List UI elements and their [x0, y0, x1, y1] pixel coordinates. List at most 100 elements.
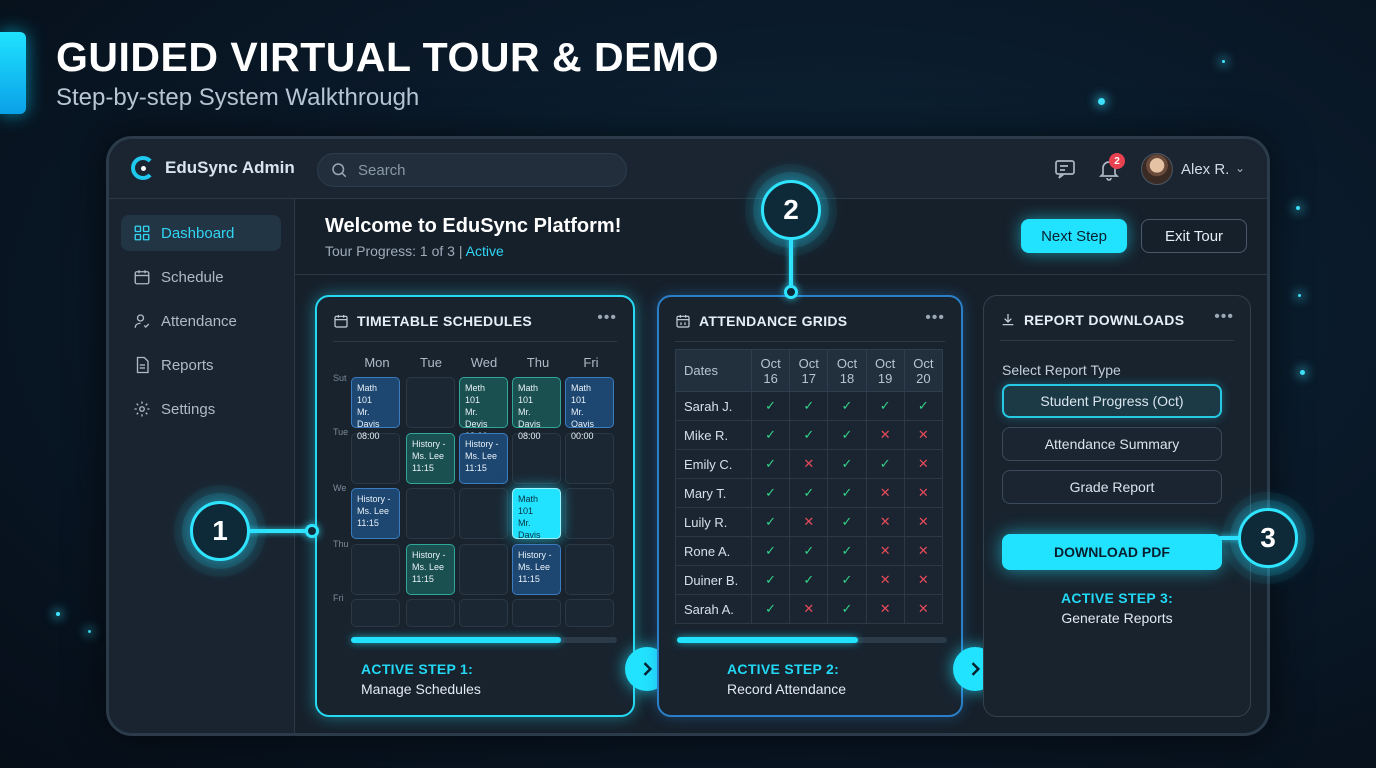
- absent-x-icon[interactable]: ✕: [903, 449, 944, 479]
- calendar-cell[interactable]: [512, 599, 561, 627]
- brand[interactable]: EduSync Admin: [131, 156, 295, 180]
- calendar-cell[interactable]: [565, 488, 614, 539]
- present-check-icon[interactable]: ✓: [865, 449, 905, 479]
- chat-icon[interactable]: [1053, 157, 1077, 181]
- absent-x-icon[interactable]: ✕: [903, 507, 944, 537]
- chevron-right-icon: [971, 662, 981, 676]
- present-check-icon[interactable]: ✓: [827, 507, 867, 537]
- absent-x-icon[interactable]: ✕: [903, 594, 944, 624]
- timetable-progress-bar: [351, 637, 617, 643]
- absent-x-icon[interactable]: ✕: [865, 594, 905, 624]
- calendar-cell[interactable]: [512, 433, 561, 484]
- present-check-icon[interactable]: ✓: [750, 536, 791, 566]
- progress-fill: [677, 637, 858, 643]
- absent-x-icon[interactable]: ✕: [865, 565, 905, 595]
- present-check-icon[interactable]: ✓: [789, 536, 829, 566]
- download-pdf-button[interactable]: DOWNLOAD PDF: [1002, 534, 1222, 570]
- more-options-icon[interactable]: •••: [925, 309, 945, 326]
- present-check-icon[interactable]: ✓: [789, 478, 829, 508]
- calendar-cell[interactable]: [351, 599, 400, 627]
- present-check-icon[interactable]: ✓: [903, 391, 944, 421]
- calendar-cell[interactable]: [351, 433, 400, 484]
- absent-x-icon[interactable]: ✕: [903, 536, 944, 566]
- chevron-down-icon[interactable]: ⌄: [1235, 161, 1246, 175]
- present-check-icon[interactable]: ✓: [750, 449, 791, 479]
- present-check-icon[interactable]: ✓: [789, 420, 829, 450]
- sidebar-item-attendance[interactable]: Attendance: [121, 303, 281, 339]
- calendar-cell[interactable]: [351, 544, 400, 595]
- student-name: Emily C.: [675, 449, 752, 479]
- sidebar-item-settings[interactable]: Settings: [121, 391, 281, 427]
- absent-x-icon[interactable]: ✕: [903, 420, 944, 450]
- sidebar-item-reports[interactable]: Reports: [121, 347, 281, 383]
- present-check-icon[interactable]: ✓: [827, 536, 867, 566]
- present-check-icon[interactable]: ✓: [789, 391, 829, 421]
- timetable-card: TIMETABLE SCHEDULES ••• Mon Tue Wed Thu …: [315, 295, 635, 717]
- more-options-icon[interactable]: •••: [1214, 308, 1234, 325]
- absent-x-icon[interactable]: ✕: [789, 449, 829, 479]
- calendar-cell[interactable]: [406, 377, 455, 428]
- sidebar-item-dashboard[interactable]: Dashboard: [121, 215, 281, 251]
- present-check-icon[interactable]: ✓: [750, 391, 791, 421]
- more-options-icon[interactable]: •••: [597, 309, 617, 326]
- search-box[interactable]: [317, 153, 627, 187]
- search-input[interactable]: [358, 161, 598, 179]
- table-row: Sarah A.✓✕✓✕✕: [675, 594, 944, 624]
- absent-x-icon[interactable]: ✕: [903, 565, 944, 595]
- present-check-icon[interactable]: ✓: [827, 449, 867, 479]
- user-name[interactable]: Alex R.: [1181, 161, 1230, 178]
- present-check-icon[interactable]: ✓: [750, 420, 791, 450]
- glow-particle: [56, 612, 60, 616]
- exit-tour-button[interactable]: Exit Tour: [1141, 219, 1247, 253]
- present-check-icon[interactable]: ✓: [827, 420, 867, 450]
- step-marker-3[interactable]: 3: [1238, 508, 1298, 568]
- report-option-grade-report[interactable]: Grade Report: [1002, 470, 1222, 504]
- report-option-student-progress[interactable]: Student Progress (Oct): [1002, 384, 1222, 418]
- absent-x-icon[interactable]: ✕: [789, 507, 829, 537]
- present-check-icon[interactable]: ✓: [750, 565, 791, 595]
- present-check-icon[interactable]: ✓: [750, 478, 791, 508]
- reports-card: REPORT DOWNLOADS ••• Select Report Type …: [983, 295, 1251, 717]
- calendar-cell[interactable]: [565, 599, 614, 627]
- step-title: ACTIVE STEP 1:: [361, 661, 474, 677]
- absent-x-icon[interactable]: ✕: [865, 507, 905, 537]
- calendar-cell[interactable]: [406, 599, 455, 627]
- absent-x-icon[interactable]: ✕: [865, 536, 905, 566]
- present-check-icon[interactable]: ✓: [750, 507, 791, 537]
- calendar-cell[interactable]: [459, 599, 508, 627]
- present-check-icon[interactable]: ✓: [750, 594, 791, 624]
- calendar-cell[interactable]: [406, 488, 455, 539]
- calendar-cell[interactable]: [459, 544, 508, 595]
- report-option-attendance-summary[interactable]: Attendance Summary: [1002, 427, 1222, 461]
- sidebar-item-schedule[interactable]: Schedule: [121, 259, 281, 295]
- next-step-button[interactable]: Next Step: [1021, 219, 1127, 253]
- present-check-icon[interactable]: ✓: [827, 478, 867, 508]
- absent-x-icon[interactable]: ✕: [865, 420, 905, 450]
- step-marker-1[interactable]: 1: [190, 501, 250, 561]
- absent-x-icon[interactable]: ✕: [789, 594, 829, 624]
- present-check-icon[interactable]: ✓: [789, 565, 829, 595]
- glow-particle: [1300, 370, 1305, 375]
- present-check-icon[interactable]: ✓: [827, 565, 867, 595]
- step-marker-2[interactable]: 2: [761, 180, 821, 240]
- present-check-icon[interactable]: ✓: [827, 594, 867, 624]
- absent-x-icon[interactable]: ✕: [865, 478, 905, 508]
- present-check-icon[interactable]: ✓: [865, 391, 905, 421]
- absent-x-icon[interactable]: ✕: [903, 478, 944, 508]
- calendar-cell[interactable]: [565, 544, 614, 595]
- avatar[interactable]: [1141, 153, 1173, 185]
- calendar-cell[interactable]: [565, 433, 614, 484]
- present-check-icon[interactable]: ✓: [827, 391, 867, 421]
- calendar-cell[interactable]: [459, 488, 508, 539]
